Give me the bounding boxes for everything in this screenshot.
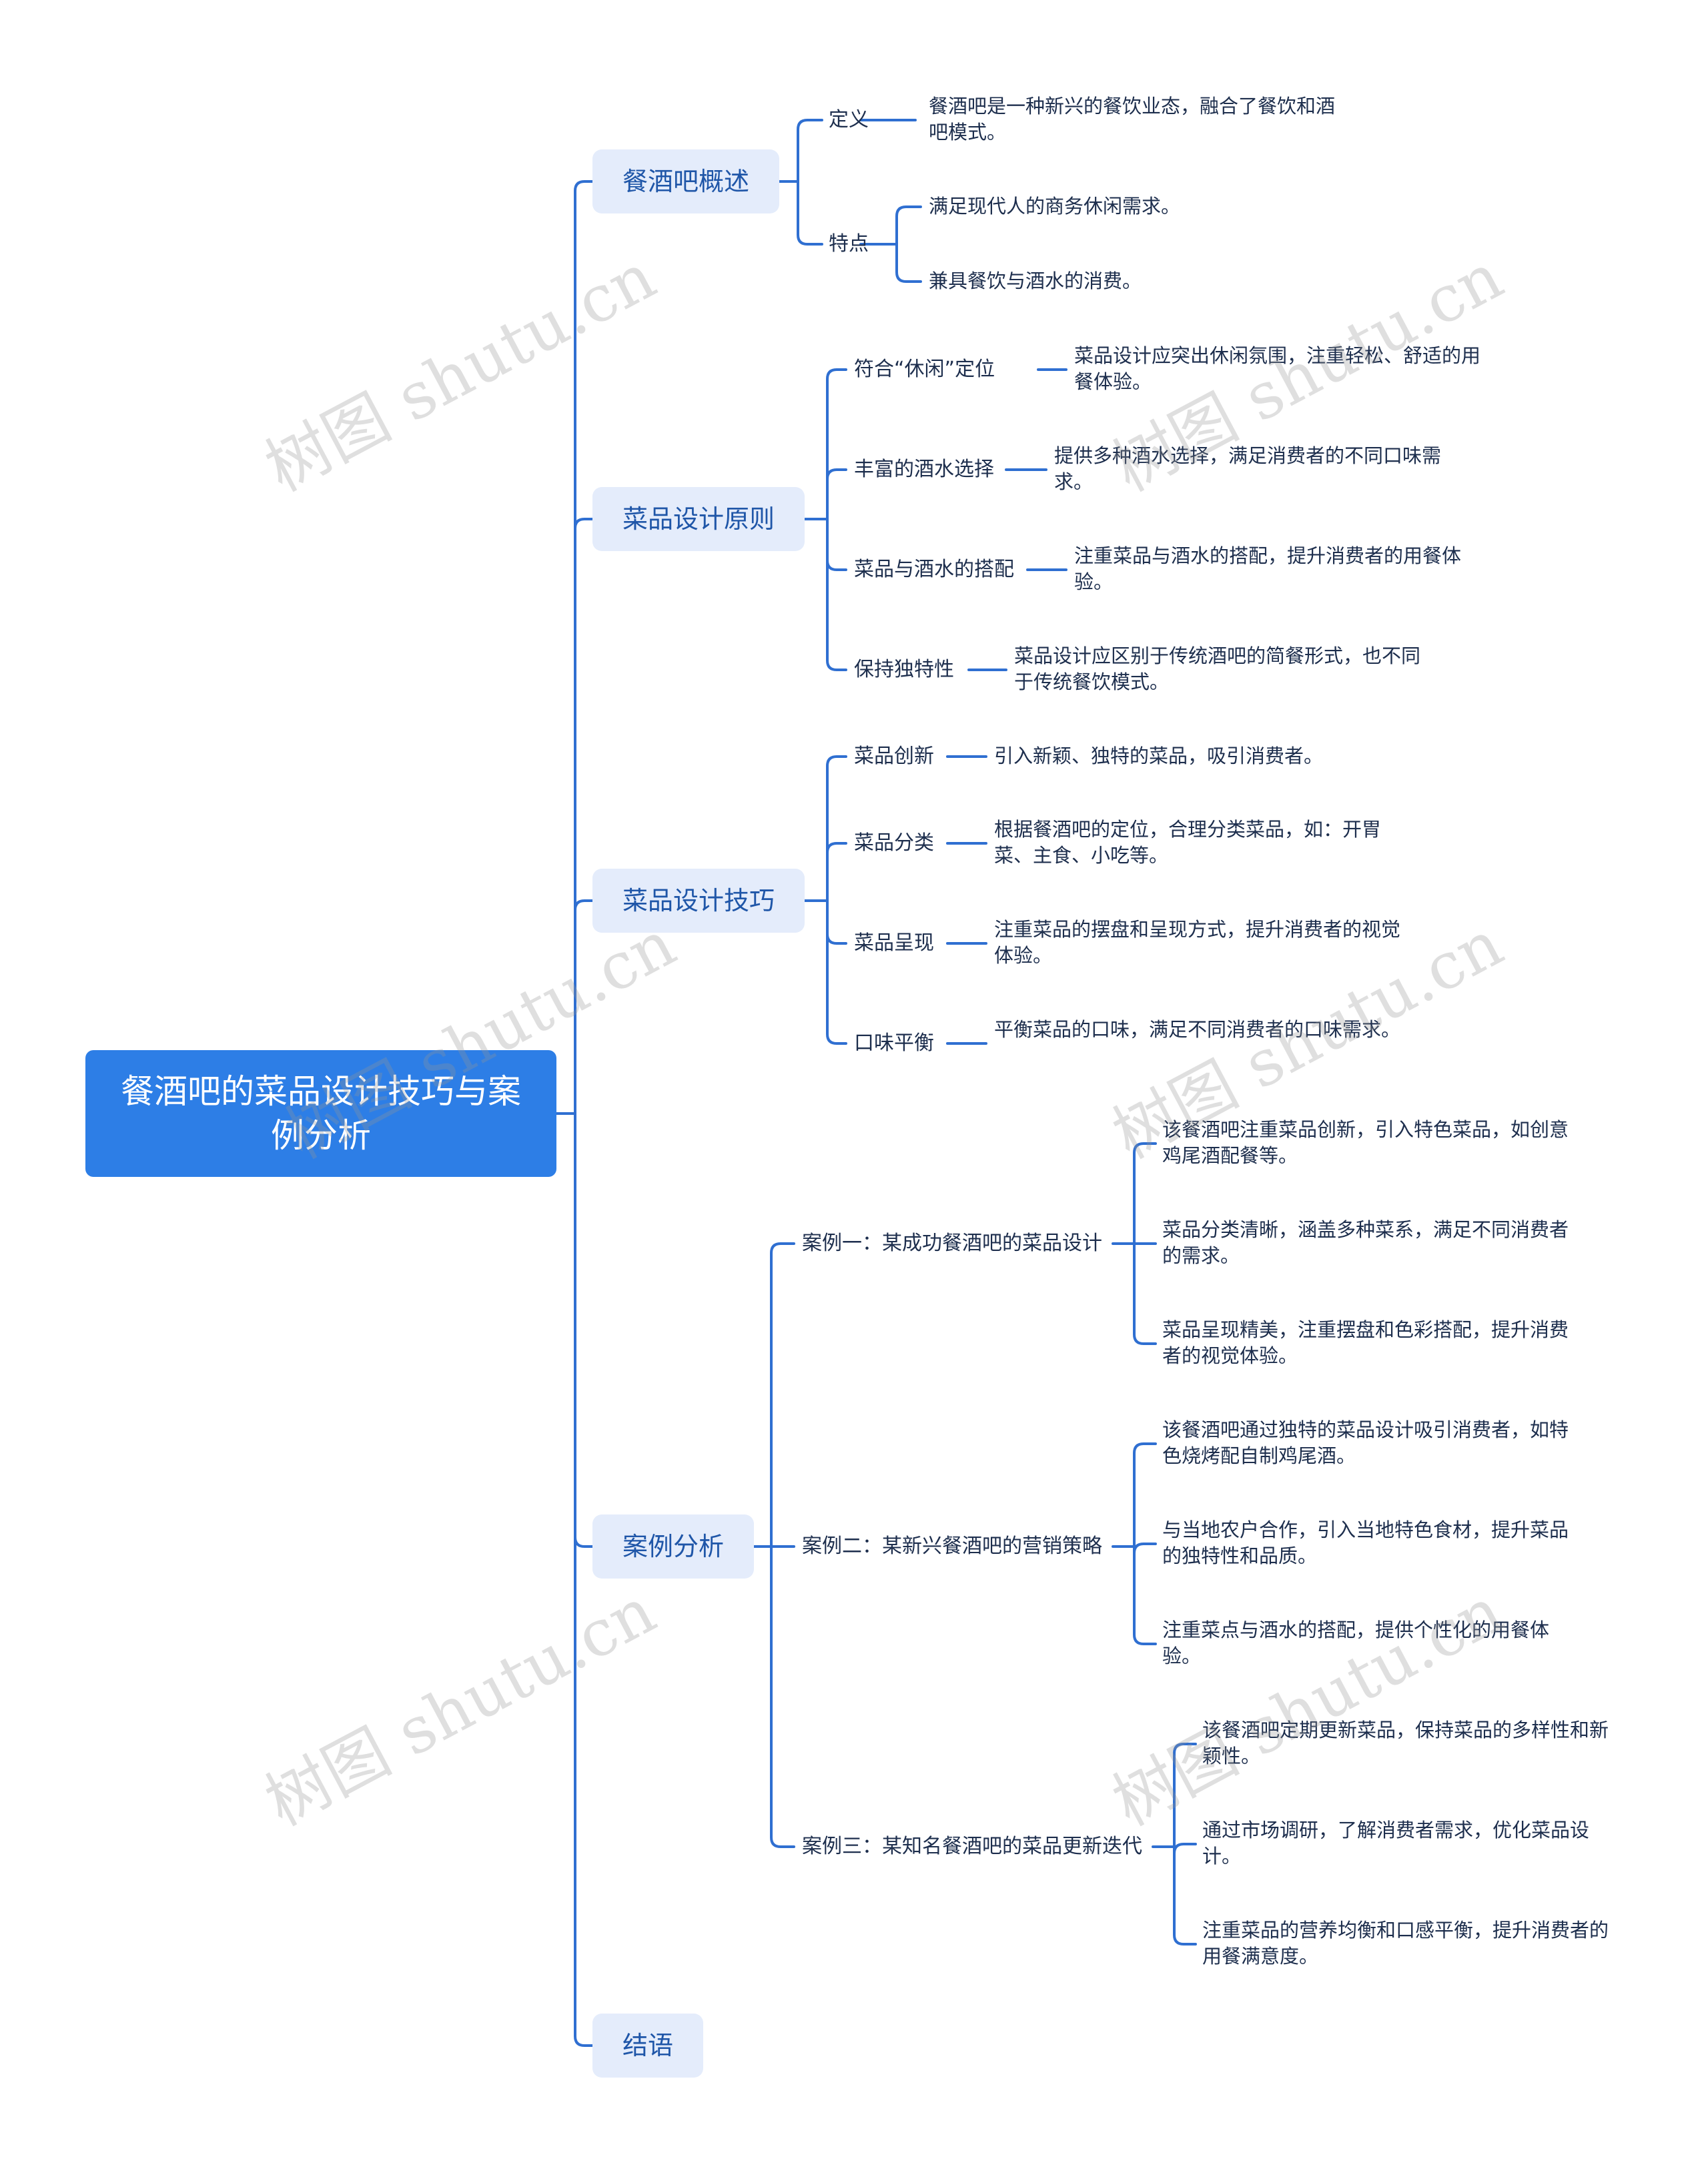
connector-line [1133,1242,1157,1345]
connector-line [826,899,847,945]
detail-features-1: 满足现代人的商务休闲需求。 [929,195,1181,218]
connector-line [1173,1743,1197,1848]
topic-case-three[interactable]: 案例三：某知名餐酒吧的菜品更新迭代 [802,1835,1142,1858]
topic-leisure-positioning[interactable]: 符合“休闲”定位 [854,358,995,381]
connector-line [826,899,847,1045]
topic-food-drink-pairing[interactable]: 菜品与酒水的搭配 [854,558,1014,581]
connector-line [1133,1142,1157,1245]
topic-dish-categories[interactable]: 菜品分类 [854,831,934,855]
detail-case-two-3: 注重菜点与酒水的搭配，提供个性化的用餐体验。 [1162,1619,1550,1667]
connector-line [826,518,847,571]
connector-line [826,468,847,520]
connector-line [1173,1843,1197,1854]
detail-case-one-3: 菜品呈现精美，注重摆盘和色彩搭配，提升消费者的视觉体验。 [1162,1318,1569,1367]
connector-line [770,1242,795,1548]
topic-flavor-balance[interactable]: 口味平衡 [854,1031,934,1055]
branch-conclusion[interactable]: 结语 [592,2014,703,2078]
detail-flavor-balance: 平衡菜品的口味，满足不同消费者的口味需求。 [994,1018,1401,1041]
connector-line [895,205,922,246]
detail-leisure-positioning: 菜品设计应突出休闲氛围，注重轻松、舒适的用餐体验。 [1074,344,1481,393]
connector-line [1133,1545,1157,1645]
detail-case-three-1: 该餐酒吧定期更新菜品，保持菜品的多样性和新颖性。 [1202,1719,1609,1767]
topic-case-two[interactable]: 案例二：某新兴餐酒吧的营销策略 [802,1535,1102,1558]
connector-line [1133,1543,1157,1554]
branch-case-analysis[interactable]: 案例分析 [592,1514,754,1579]
connector-line [826,842,847,902]
detail-case-two-2: 与当地农户合作，引入当地特色食材，提升菜品的独特性和品质。 [1162,1518,1569,1567]
connector-line [1173,1845,1197,1945]
connector-line [574,518,594,1115]
connector-line [770,1545,795,1848]
detail-case-one-2: 菜品分类清晰，涵盖多种菜系，满足不同消费者的需求。 [1162,1218,1569,1267]
topic-features[interactable]: 特点 [829,232,869,256]
topic-uniqueness[interactable]: 保持独特性 [854,658,954,681]
detail-case-two-1: 该餐酒吧通过独特的菜品设计吸引消费者，如特色烧烤配自制鸡尾酒。 [1162,1418,1569,1467]
root-topic[interactable]: 餐酒吧的菜品设计技巧与案例分析 [85,1050,556,1177]
connector-line [574,1112,594,2047]
topic-dish-innovation[interactable]: 菜品创新 [854,745,934,768]
detail-drink-selection: 提供多种酒水选择，满足消费者的不同口味需求。 [1054,444,1442,493]
branch-design-techniques[interactable]: 菜品设计技巧 [592,869,805,933]
detail-definition: 餐酒吧是一种新兴的餐饮业态，融合了餐饮和酒吧模式。 [929,95,1336,143]
detail-uniqueness: 菜品设计应区别于传统酒吧的简餐形式，也不同于传统餐饮模式。 [1014,644,1421,693]
detail-case-one-1: 该餐酒吧注重菜品创新，引入特色菜品，如创意鸡尾酒配餐等。 [1162,1118,1569,1167]
topic-drink-selection[interactable]: 丰富的酒水选择 [854,458,994,481]
topic-dish-presentation[interactable]: 菜品呈现 [854,931,934,955]
connector-line [574,1112,594,1548]
detail-dish-categories: 根据餐酒吧的定位，合理分类菜品，如：开胃菜、主食、小吃等。 [994,818,1382,867]
detail-dish-innovation: 引入新颖、独特的菜品，吸引消费者。 [994,745,1324,767]
detail-dish-presentation: 注重菜品的摆盘和呈现方式，提升消费者的视觉体验。 [994,918,1401,967]
connector-line [797,180,823,246]
connector-line [826,518,847,671]
root-topic-label: 餐酒吧的菜品设计技巧与案例分析 [121,1072,521,1155]
topic-definition[interactable]: 定义 [829,108,869,131]
detail-features-2: 兼具餐饮与酒水的消费。 [929,270,1142,292]
connector-line [574,180,594,1115]
connector-line [1133,1442,1157,1548]
branch-overview[interactable]: 餐酒吧概述 [592,149,779,213]
connector-line [826,755,847,902]
connector-line [797,119,823,183]
connector-line [826,368,847,520]
connector-line [574,899,594,1115]
topic-case-one[interactable]: 案例一：某成功餐酒吧的菜品设计 [802,1232,1102,1255]
connector-line [895,243,922,283]
detail-case-three-2: 通过市场调研，了解消费者需求，优化菜品设计。 [1202,1819,1590,1867]
branch-design-principles[interactable]: 菜品设计原则 [592,487,805,551]
detail-food-drink-pairing: 注重菜品与酒水的搭配，提升消费者的用餐体验。 [1074,544,1462,593]
detail-case-three-3: 注重菜品的营养均衡和口感平衡，提升消费者的用餐满意度。 [1202,1919,1609,1968]
